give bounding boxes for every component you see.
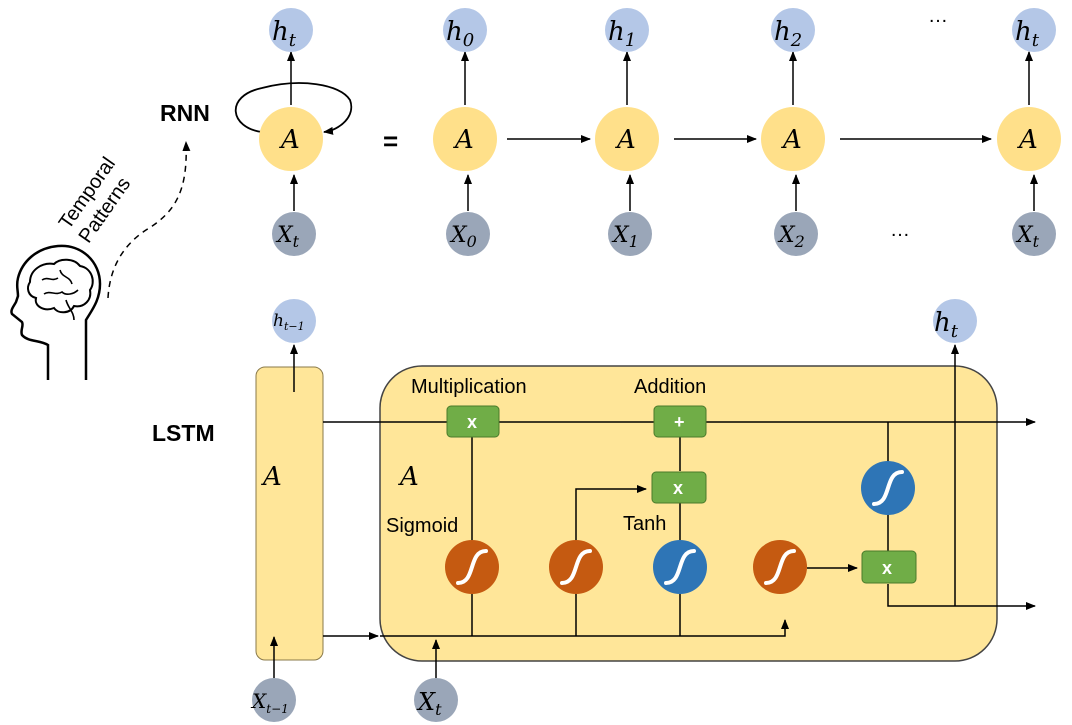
- rnn-output-label: h0: [446, 17, 474, 51]
- tanh-icon: [653, 540, 707, 594]
- tanh-icon: [861, 461, 915, 515]
- rnn-output-node: [1012, 8, 1056, 52]
- lstm-prev-output-label: ht−1: [273, 311, 305, 333]
- tanh-label: Tanh: [623, 513, 666, 535]
- rnn-folded-output-node: [269, 8, 313, 52]
- rnn-input-node: [446, 212, 490, 256]
- multiply-op-box: x: [861, 550, 917, 584]
- rnn-label: RNN: [160, 100, 210, 126]
- ellipsis-top: …: [928, 5, 948, 27]
- rnn-output-label: h2: [774, 17, 802, 51]
- sigmoid-icon: [753, 540, 807, 594]
- rnn-cell-label: A: [1017, 125, 1038, 155]
- svg-text:x: x: [467, 412, 477, 432]
- lstm-cell: [379, 365, 998, 662]
- rnn-output-node: [771, 8, 815, 52]
- rnn-unrolled-step: A h1 X1: [595, 8, 659, 256]
- rnn-input-label: Xt: [1015, 223, 1040, 251]
- add-op-box: +: [653, 405, 707, 438]
- equals-sign: =: [383, 126, 398, 156]
- rnn-cell: [761, 107, 825, 171]
- lstm-prev-cell-label: A: [261, 462, 282, 492]
- lstm-prev-cell: [255, 366, 324, 661]
- multiply-op-box: x: [651, 471, 707, 504]
- rnn-unrolled-step: A ht Xt: [997, 8, 1061, 256]
- temporal-patterns-label: Temporal Patterns: [55, 153, 135, 247]
- ellipsis-bottom: …: [890, 219, 910, 241]
- svg-text:+: +: [674, 412, 685, 432]
- sigmoid-icon: [445, 540, 499, 594]
- rnn-input-node: [1012, 212, 1056, 256]
- rnn-cell: [997, 107, 1061, 171]
- rnn-output-label: ht: [1015, 17, 1040, 51]
- sigmoid-label: Sigmoid: [386, 515, 458, 537]
- sigmoid-icon: [549, 540, 603, 594]
- rnn-cell-label: A: [781, 125, 802, 155]
- multiplication-label: Multiplication: [411, 376, 527, 398]
- rnn-input-label: X0: [449, 223, 477, 251]
- rnn-cell-label: A: [453, 125, 474, 155]
- lstm-label: LSTM: [152, 420, 215, 446]
- rnn-output-node: [443, 8, 487, 52]
- rnn-unrolled-step: A h2 X2: [761, 8, 825, 256]
- lstm-prev-input-node: [252, 678, 296, 722]
- rnn-input-label: X1: [611, 223, 639, 251]
- rnn-folded-input-label: Xt: [275, 223, 300, 251]
- addition-label: Addition: [634, 376, 706, 398]
- rnn-folded-cell: [259, 107, 323, 171]
- rnn-input-node: [608, 212, 652, 256]
- svg-text:x: x: [882, 558, 892, 578]
- rnn-cell: [595, 107, 659, 171]
- temporal-dashed-arrow: [107, 141, 191, 299]
- rnn-output-node: [605, 8, 649, 52]
- lstm-input-label: Xt: [416, 688, 442, 719]
- rnn-input-node: [774, 212, 818, 256]
- multiply-op-box: x: [446, 405, 500, 438]
- svg-text:x: x: [673, 478, 683, 498]
- rnn-input-label: X2: [777, 223, 805, 251]
- gate-connectors: [471, 344, 1036, 636]
- rnn-self-loop: [234, 82, 353, 135]
- rnn-folded-output-label: ht: [272, 17, 297, 51]
- lstm-output-node: [933, 299, 977, 343]
- lstm-cell-label: A: [398, 462, 419, 492]
- rnn-cell-label: A: [615, 125, 636, 155]
- lstm-prev-output-node: [272, 299, 316, 343]
- rnn-folded-input-node: [272, 212, 316, 256]
- lstm-input-node: [414, 678, 458, 722]
- lstm-output-label: ht: [934, 308, 959, 342]
- rnn-cell: [433, 107, 497, 171]
- rnn-output-label: h1: [608, 17, 636, 51]
- rnn-folded-cell-label: A: [279, 125, 300, 155]
- human-head-brain-icon: [10, 244, 102, 380]
- rnn-unrolled-step: A h0 X0: [433, 8, 497, 256]
- rnn-folded: A ht Xt: [234, 8, 353, 256]
- hidden-bus: [380, 619, 789, 637]
- lstm-prev-input-label: Xt−1: [250, 689, 289, 716]
